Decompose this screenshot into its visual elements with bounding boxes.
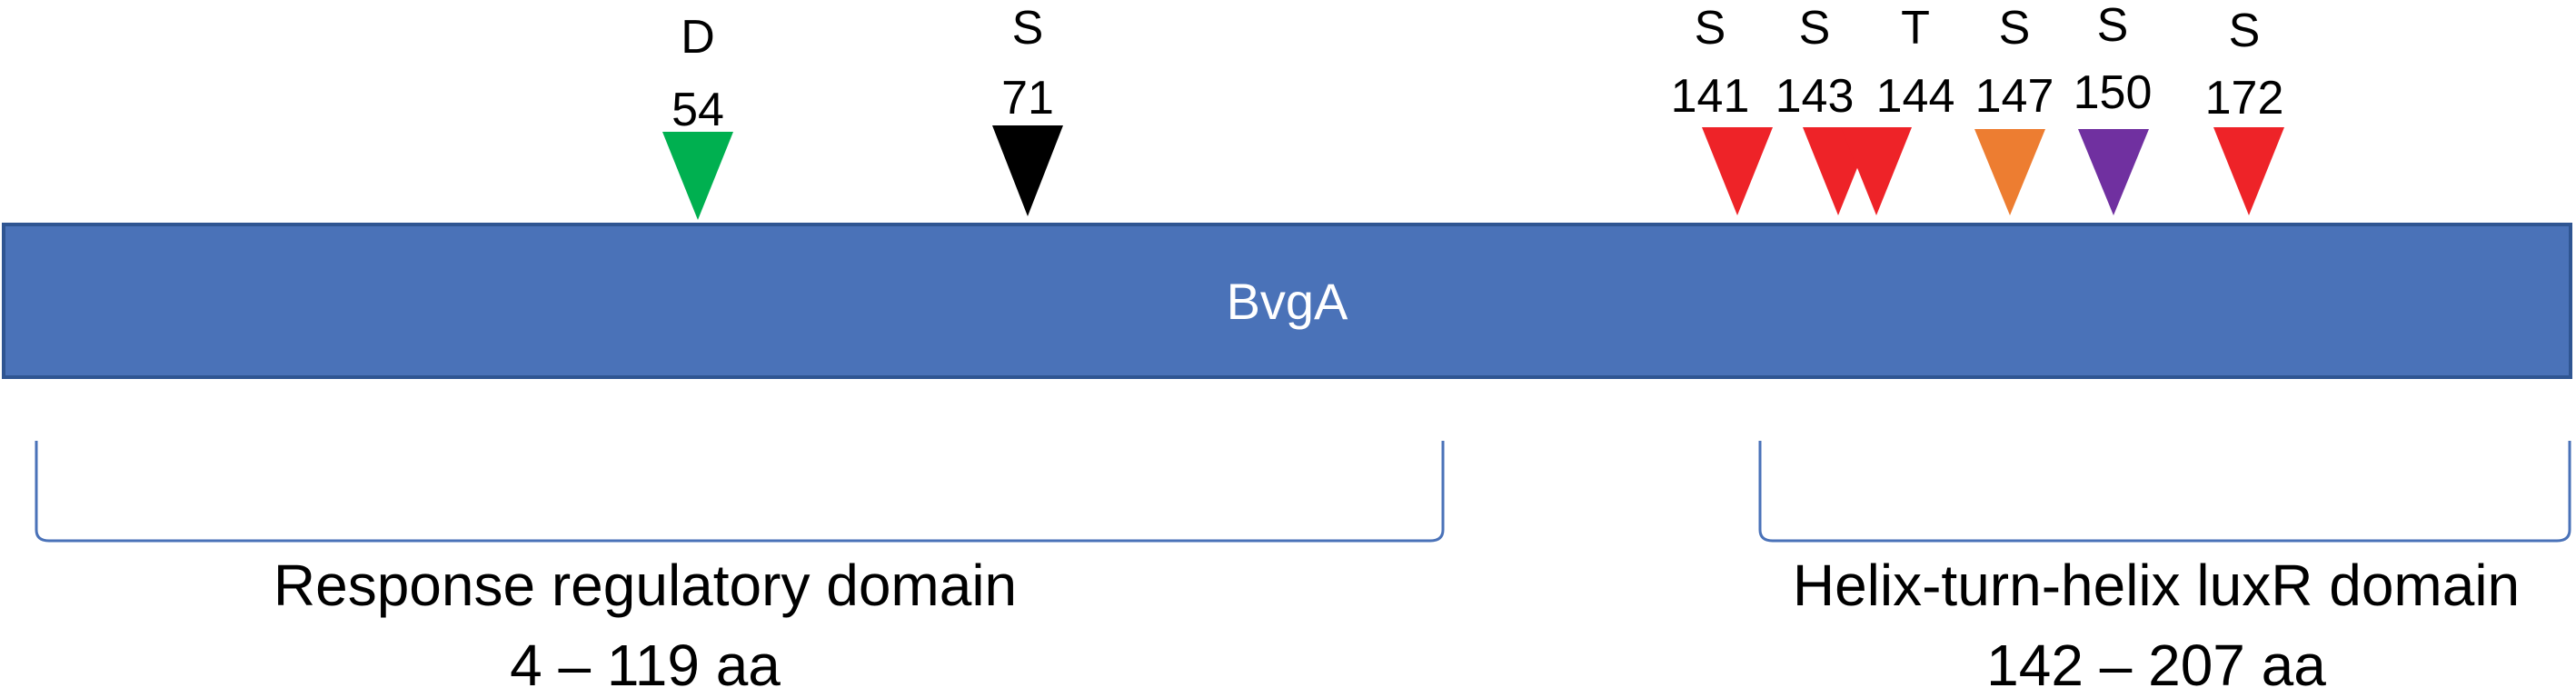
site-residue-s150: S bbox=[2096, 0, 2129, 52]
marker-s141-triangle-icon bbox=[1702, 127, 1773, 215]
marker-s172-triangle-icon bbox=[2213, 127, 2284, 215]
marker-s150-triangle-icon bbox=[2078, 129, 2149, 215]
site-position-172: 172 bbox=[2204, 72, 2284, 125]
bracket-response-regulatory bbox=[35, 441, 1445, 543]
site-residue-s172: S bbox=[2228, 5, 2261, 57]
marker-s71-triangle-icon bbox=[992, 125, 1063, 216]
site-position-71: 71 bbox=[1001, 72, 1054, 125]
domain-range-hth-luxr: 142 – 207 aa bbox=[1986, 633, 2326, 698]
site-residue-t144: T bbox=[1901, 2, 1930, 55]
protein-bar: BvgA bbox=[2, 223, 2572, 379]
domain-range-response-regulatory: 4 – 119 aa bbox=[510, 633, 781, 698]
site-residue-d54: D bbox=[681, 11, 715, 64]
marker-t144-triangle-icon bbox=[1841, 127, 1912, 215]
marker-s147-triangle-icon bbox=[1974, 129, 2045, 215]
site-position-141: 141 bbox=[1670, 70, 1750, 123]
site-position-143: 143 bbox=[1775, 70, 1855, 123]
domain-name-hth-luxr: Helix-turn-helix luxR domain bbox=[1792, 553, 2521, 618]
site-residue-s143: S bbox=[1798, 2, 1831, 55]
marker-d54-triangle-icon bbox=[662, 132, 733, 220]
site-position-144: 144 bbox=[1875, 70, 1955, 123]
site-position-54: 54 bbox=[671, 84, 724, 136]
domain-name-response-regulatory: Response regulatory domain bbox=[273, 553, 1018, 618]
protein-label: BvgA bbox=[1226, 272, 1348, 330]
site-residue-s147: S bbox=[1998, 2, 2031, 55]
bracket-hth-luxr bbox=[1758, 441, 2571, 543]
site-residue-s71: S bbox=[1011, 2, 1044, 55]
site-residue-s141: S bbox=[1694, 2, 1726, 55]
site-position-150: 150 bbox=[2073, 66, 2153, 119]
site-position-147: 147 bbox=[1974, 70, 2054, 123]
